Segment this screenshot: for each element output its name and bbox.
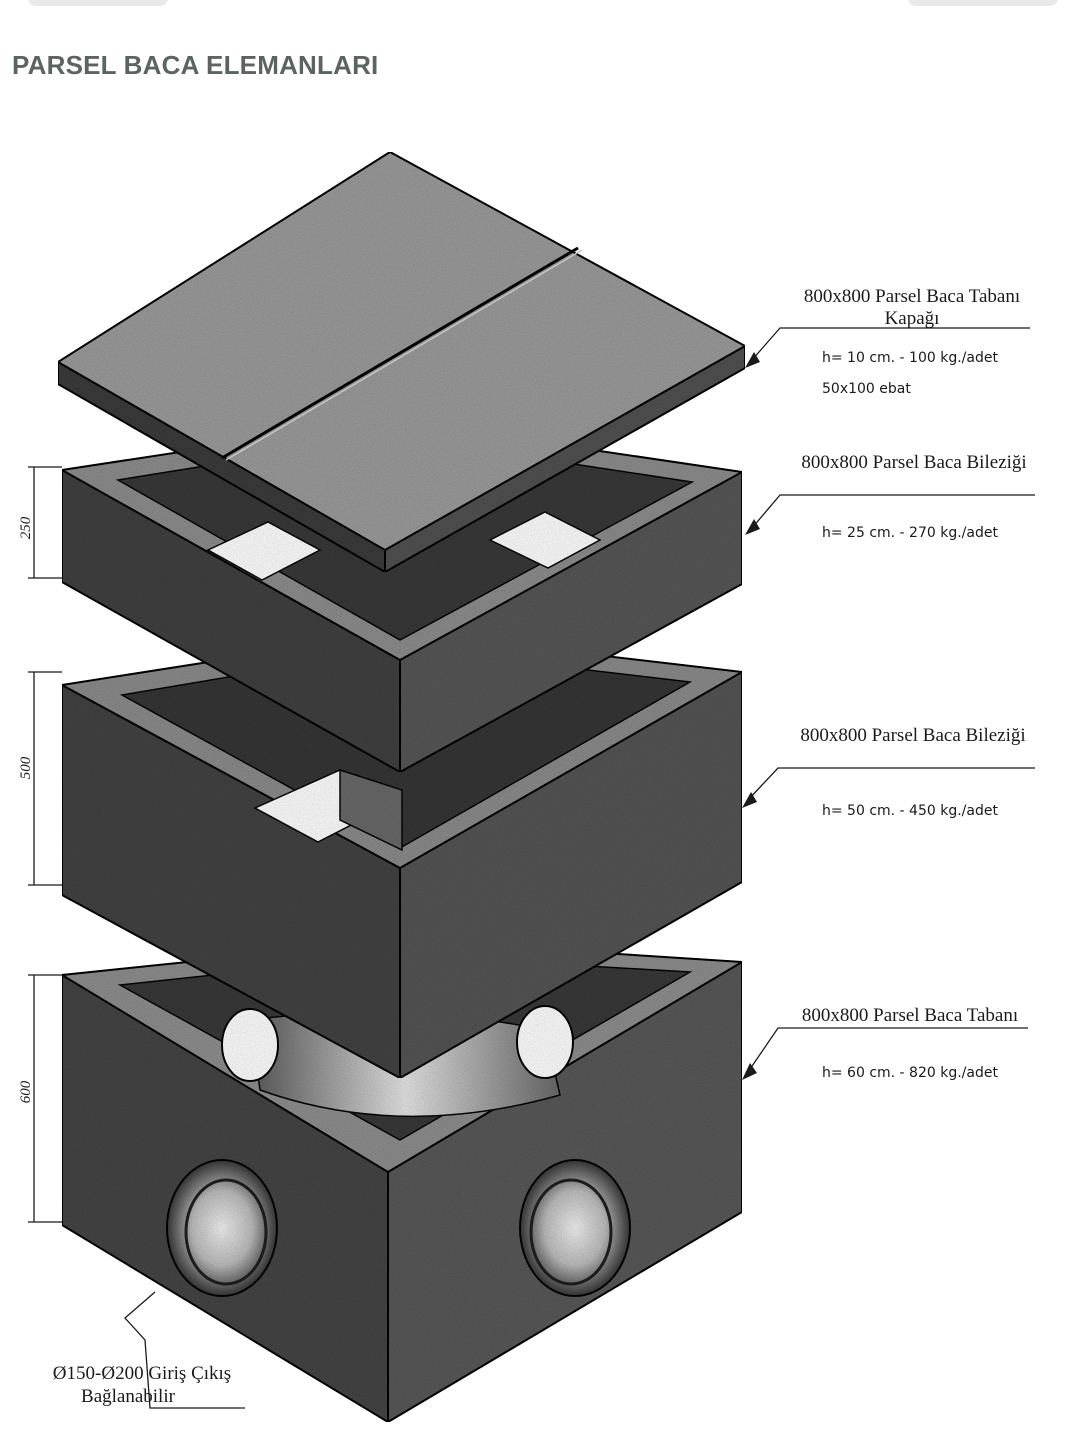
top-pill-right	[908, 0, 1058, 6]
base-inner-opening-left	[221, 1008, 279, 1082]
base-pipe-hole-right-ring	[529, 1178, 613, 1286]
base-pipe-hole-left-ring	[184, 1178, 268, 1286]
dim-500: 500	[18, 756, 34, 779]
ring250-gap-right	[488, 511, 602, 569]
spec-ring500-1: h= 50 cm. - 450 kg./adet	[822, 803, 998, 819]
dimension-lines	[28, 466, 62, 1223]
ring500-inner-corner	[339, 768, 403, 852]
spec-cover-1: h= 10 cm. - 100 kg./adet	[822, 350, 998, 366]
note-pipe-line2: Bağlanabilir	[81, 1386, 176, 1407]
spec-base-1: h= 60 cm. - 820 kg./adet	[822, 1065, 998, 1081]
leader-arrows	[742, 352, 760, 1080]
top-strip	[0, 0, 1080, 14]
leader-lines	[124, 327, 1035, 1409]
dim-250: 250	[18, 516, 34, 539]
note-pipe-line1: Ø150-Ø200 Giriş Çıkış	[53, 1363, 231, 1384]
label-base-name: 800x800 Parsel Baca Tabanı	[802, 1005, 1018, 1026]
label-cover-name-2: Kapağı	[885, 308, 940, 329]
cover-split-highlight	[225, 249, 583, 461]
label-ring500-name: 800x800 Parsel Baca Bileziği	[800, 725, 1025, 746]
label-cover-name: 800x800 Parsel Baca Tabanı	[804, 286, 1020, 307]
spec-cover-2: 50x100 ebat	[822, 381, 911, 397]
top-pill-left	[28, 0, 168, 6]
page-title: PARSEL BACA ELEMANLARI	[12, 50, 379, 80]
dim-600: 600	[18, 1080, 34, 1103]
label-ring250-name: 800x800 Parsel Baca Bileziği	[801, 452, 1026, 473]
cover-split-line	[221, 246, 579, 460]
spec-ring250-1: h= 25 cm. - 270 kg./adet	[822, 525, 998, 541]
base-inner-opening-right	[516, 1005, 574, 1079]
ring250-gap-left	[206, 521, 322, 581]
cover-unit	[56, 150, 748, 574]
